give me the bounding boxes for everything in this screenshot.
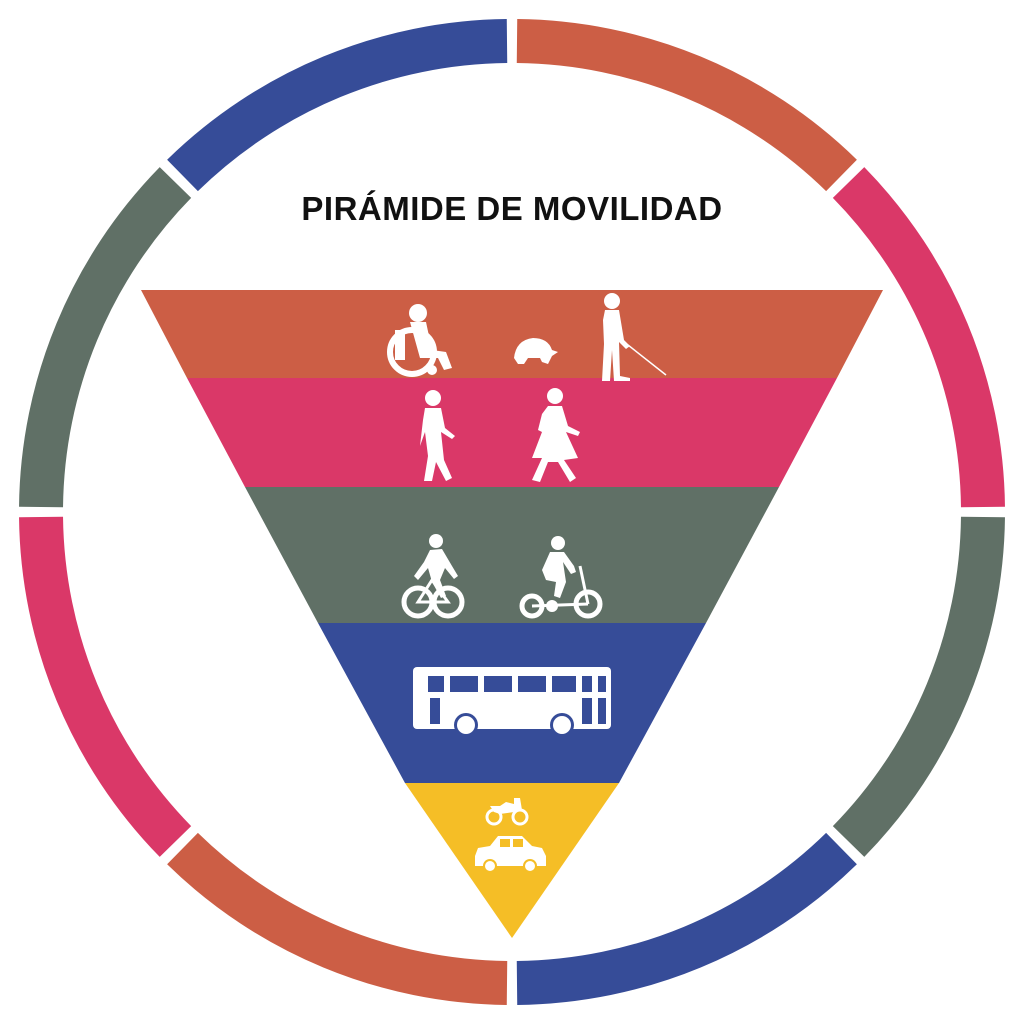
cyclist-icon: [401, 534, 465, 619]
pedestrian-man-icon: [420, 390, 455, 481]
armadillo-icon: [514, 338, 558, 364]
ring-segment-gray: [832, 516, 1005, 857]
outer-ring: [19, 19, 1005, 1005]
pyramid-level-cyclists: [245, 487, 779, 623]
diagram-title: PIRÁMIDE DE MOVILIDAD: [301, 190, 722, 227]
bus-icon: [413, 667, 611, 737]
ring-segment-blue: [516, 832, 857, 1005]
pyramid-level-pedestrians-priority: [141, 290, 883, 378]
ring-segment-pink: [19, 516, 192, 857]
tricycle-rider-icon: [519, 536, 603, 619]
ring-segment-blue: [167, 19, 508, 192]
ring-segment-pink: [832, 167, 1005, 508]
pyramid-level-pedestrians: [187, 378, 837, 487]
pedestrian-woman-icon: [532, 388, 580, 482]
ring-segment-gray: [19, 167, 192, 508]
wheelchair-user-icon: [387, 304, 452, 377]
car-icon: [475, 836, 546, 873]
ring-segment-orange: [516, 19, 857, 192]
ring-segment-orange: [167, 832, 508, 1005]
motorcycle-icon: [485, 798, 529, 826]
pyramid: [141, 290, 883, 938]
blind-pedestrian-icon: [602, 293, 667, 381]
